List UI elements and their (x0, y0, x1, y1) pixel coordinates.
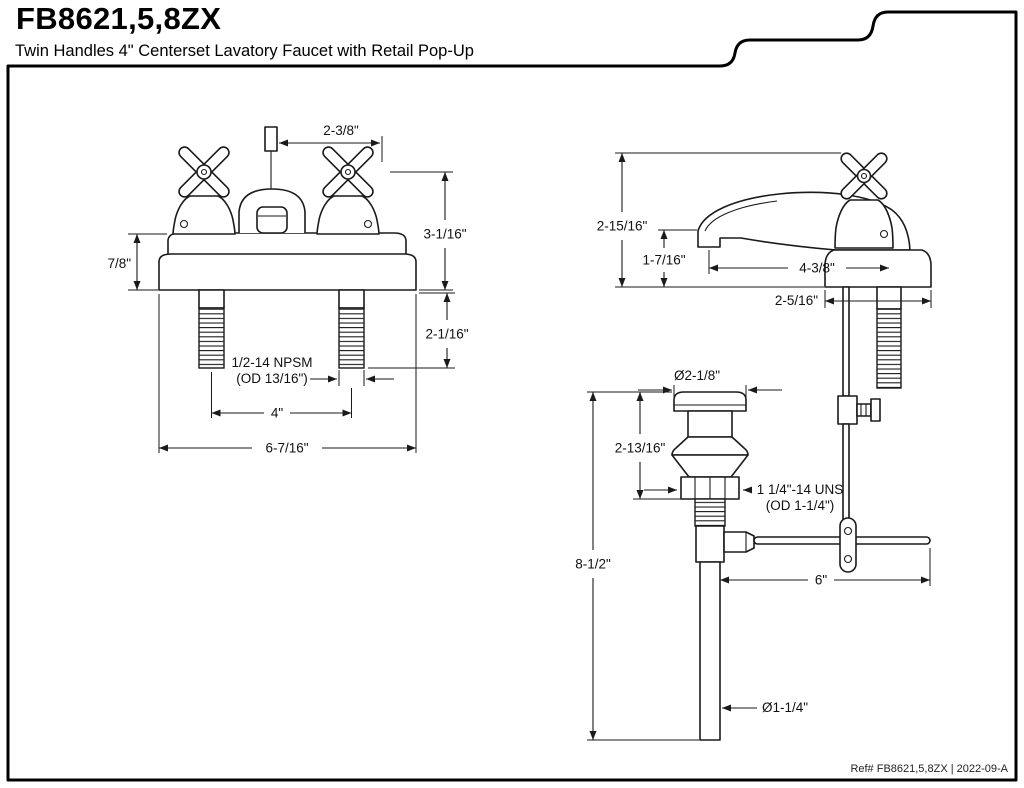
lift-rod-upper (842, 286, 850, 397)
dim-shank-length: 2-1/16" (368, 292, 469, 369)
shank-thread-label-2: (OD 13/16") (236, 371, 308, 386)
rod-coupling (837, 395, 858, 425)
dim-handle-centers-label: 4" (271, 406, 284, 421)
side-handle (834, 152, 894, 249)
deck-upper (167, 232, 407, 254)
dim-spout-clearance-label: 1-7/16" (642, 253, 685, 268)
dim-flange-diameter: Ø2-1/8" (638, 368, 782, 397)
dim-body-height: 3-1/16" (390, 171, 467, 291)
page-border (6, 10, 1018, 782)
spout-nose (256, 206, 288, 234)
popup-drain-drawing (671, 391, 931, 741)
coupling-screw-head (870, 398, 881, 422)
left-shank-threads (198, 307, 225, 369)
handle-screw (363, 219, 373, 229)
coupling-screw-shaft (856, 403, 872, 417)
page-title: FB8621,5,8ZX (16, 1, 222, 36)
front-view-drawing (158, 126, 417, 369)
drain-neck (687, 410, 733, 438)
dim-body-height-label: 3-1/16" (423, 227, 466, 242)
page-subtitle: Twin Handles 4" Centerset Lavatory Fauce… (15, 42, 474, 60)
dim-rod-length: 6" (720, 548, 931, 588)
dim-handle-centers: 4" (211, 372, 352, 421)
drain-thread-label-2: (OD 1-1/4") (766, 498, 835, 513)
lift-rod-knob (264, 126, 278, 152)
left-handle (172, 146, 236, 235)
dim-upper-height-label: 2-13/16" (615, 441, 666, 456)
tailpiece-tube (699, 561, 721, 741)
dim-popup-overall-height-label: 8-1/2" (575, 557, 611, 572)
right-shank-collar (338, 289, 365, 309)
dim-side-overall-height-label: 2-15/16" (597, 219, 648, 234)
footer-reference: Ref# FB8621,5,8ZX | 2022-09-A (850, 763, 1008, 775)
shank-thread-callout: 1/2-14 NPSM (OD 13/16") (231, 355, 394, 386)
pivot-nut (723, 531, 755, 553)
dim-side-overall-height: 2-15/16" (597, 152, 841, 288)
dim-rod-to-handle-label: 2-3/8" (323, 123, 359, 138)
dim-base-depth: 2-5/16" (775, 290, 932, 308)
dim-deck-thickness: 7/8" (107, 233, 167, 291)
drain-cap (673, 391, 747, 412)
drain-thread-collar (694, 498, 726, 527)
side-view-drawing (697, 152, 932, 521)
dim-tailpiece-diameter: Ø1-1/4" (722, 700, 808, 715)
dim-overall-width-label: 6-7/16" (265, 441, 308, 456)
dim-base-depth-label: 2-5/16" (775, 293, 818, 308)
dim-overall-width: 6-7/16" (158, 294, 417, 456)
dim-popup-overall-height: 8-1/2" (575, 392, 699, 741)
side-shank-collar (876, 286, 902, 310)
front-view-dimensions: 2-3/8" 3-1/16" 7/8" (107, 123, 468, 456)
handle-screw (179, 219, 189, 229)
popup-dimensions: Ø2-1/8" 2-13/16" 1 1/4"-14 UNS (OD 1-1/4… (575, 368, 931, 741)
dim-flange-diameter-label: Ø2-1/8" (674, 368, 720, 383)
drain-thread-label-1: 1 1/4"-14 UNS (757, 482, 844, 497)
dim-spout-reach-label: 4-3/8" (799, 261, 835, 276)
dim-upper-height: 2-13/16" (587, 391, 693, 500)
drain-flange (671, 436, 749, 456)
dim-shank-length-label: 2-1/16" (425, 327, 468, 342)
right-handle (316, 146, 380, 235)
shank-thread-label-1: 1/2-14 NPSM (231, 355, 312, 370)
right-shank-threads (338, 307, 365, 369)
dim-spout-reach: 4-3/8" (708, 250, 889, 276)
lift-rod-lower (842, 423, 850, 521)
side-view-dimensions: 2-15/16" 1-7/16" 4-3/8" 2-5/16" (597, 152, 932, 308)
dim-rod-to-handle: 2-3/8" (279, 123, 383, 162)
dim-spout-clearance: 1-7/16" (642, 229, 697, 287)
handle-screw (879, 229, 889, 239)
dim-deck-thickness-label: 7/8" (107, 256, 131, 271)
drain-locknut (680, 476, 740, 500)
left-shank-collar (198, 289, 225, 309)
dim-rod-length-label: 6" (815, 573, 828, 588)
drain-cone (671, 454, 749, 478)
side-shank-threads (876, 308, 902, 389)
rod-clevis (839, 517, 857, 573)
drain-tee-body (695, 525, 725, 563)
deck-plate (158, 253, 417, 291)
dim-tailpiece-diameter-label: Ø1-1/4" (762, 700, 808, 715)
drain-thread-callout: 1 1/4"-14 UNS (OD 1-1/4") (644, 482, 843, 513)
